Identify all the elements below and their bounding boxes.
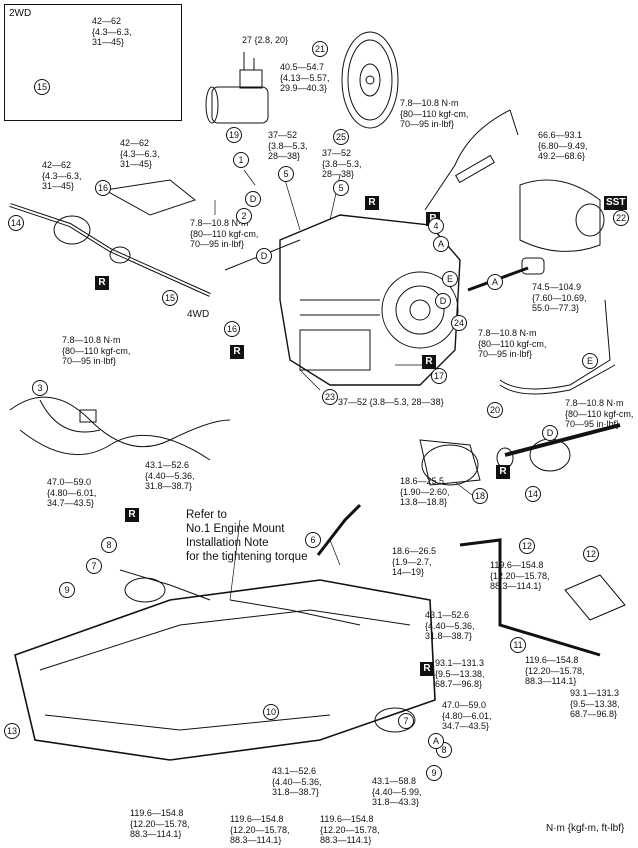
marker-d: D [435,293,451,309]
torque-mount-top: 66.6—93.1 {6.80—9.49, 49.2—68.6} [538,130,588,161]
callout-3: 3 [32,380,48,396]
torque-rod-right: 93.1—131.3 {9.5—13.38, 68.7—96.8} [570,688,620,719]
callout-4: 4 [428,218,444,234]
right-drive-shaft-drawing [496,423,621,472]
torque-frame-right: 119.6—154.8 {12.20—15.78, 88.3—114.1} [320,814,380,845]
callout-14: 14 [8,215,24,231]
r-badge: R [365,196,379,210]
engine-mount-note: Refer to No.1 Engine Mount Installation … [186,509,308,563]
marker-e: E [582,353,598,369]
steering-gear-drawing [229,503,362,626]
callout-17: 17 [431,368,447,384]
callout-5: 5 [278,166,294,182]
torque-steering: 18.6—26.5 {1.9—2.7, 14—19} [392,546,437,577]
torque-lower-mid: 43.1—52.6 {4.40—5.36, 31.8—38.7} [272,766,322,797]
callout-20: 20 [487,402,503,418]
callout-24: 24 [451,315,467,331]
marker-d: D [245,191,261,207]
callout-1: 1 [233,152,249,168]
connecting-rod-drawing [459,538,626,657]
label-4wd: 4WD [187,309,210,320]
callout-16: 16 [95,180,111,196]
callout-15: 15 [162,290,178,306]
callout-12: 12 [519,538,535,554]
r-badge: R [420,662,434,676]
callout-2: 2 [236,208,252,224]
callout-13: 13 [4,723,20,739]
unit-note: N·m {kgf-m, ft-lbf} [546,823,625,834]
callout-9: 9 [426,765,442,781]
marker-a: A [487,274,503,290]
shift-cable-drawing [424,109,519,211]
sst-badge: SST [604,196,628,210]
r-badge: R [496,465,510,479]
callout-6: 6 [305,532,321,548]
callout-7: 7 [398,713,414,729]
callout-15: 15 [34,79,50,95]
callout-8: 8 [101,537,117,553]
callout-18: 18 [472,488,488,504]
callout-21: 21 [312,41,328,57]
torque-bracket-a: 42—62 {4.3—6.3, 31—45} [120,138,160,169]
transfer-unit-drawing [419,439,481,486]
callout-19: 19 [226,127,242,143]
torque-starter: 27 {2.8, 20} [242,35,289,45]
torque-ball-joint-right: 47.0—59.0 {4.80—6.01, 34.7—43.5} [442,700,492,731]
torque-frame-left: 119.6—154.8 {12.20—15.78, 88.3—114.1} [130,808,190,839]
cooler-pipe-drawing [499,299,616,395]
torque-arm-rear: 43.1—52.6 {4.40—5.36, 31.8—38.7} [425,610,475,641]
callout-10: 10 [263,704,279,720]
torque-mount-bolt: 74.5—104.9 {7.60—10.69, 55.0—77.3} [532,282,587,313]
marker-a: A [433,236,449,252]
torque-bolt-37b: 37—52 {3.8—5.3, 28—38} [322,148,362,179]
flywheel-drawing [341,31,399,129]
crossmember-drawing [14,569,436,761]
marker-d: D [542,425,558,441]
inset-label: 2WD [9,8,32,19]
r-badge: R [125,508,139,522]
torque-arm-front: 43.1—52.6 {4.40—5.36, 31.8—38.7} [145,460,195,491]
marker-e: E [442,271,458,287]
torque-ball-joint-left: 47.0—59.0 {4.80—6.01, 34.7—43.5} [47,477,97,508]
torque-bottom-bolt: 37—52 {3.8—5.3, 28—38} [338,397,444,407]
torque-mount-12-right: 119.6—154.8 {12.20—15.78, 88.3—114.1} [525,655,585,686]
torque-diff: 18.6—25.5 {1.90—2.60, 13.8—18.8} [400,476,450,507]
callout-12: 12 [583,546,599,562]
r-badge: R [230,345,244,359]
callout-22: 22 [613,210,629,226]
engine-mount-drawing [467,179,605,292]
wiring-harness-drawing [9,396,231,461]
torque-2wd-shaft: 42—62 {4.3—6.3, 31—45} [92,16,132,47]
torque-pipe-a: 7.8—10.8 N·m {80—110 kgf-cm, 70—95 in·lb… [478,328,547,359]
callout-11: 11 [510,637,526,653]
marker-a: A [428,733,444,749]
torque-frame-center: 119.6—154.8 {12.20—15.78, 88.3—114.1} [230,814,290,845]
torque-harness: 7.8—10.8 N·m {80—110 kgf-cm, 70—95 in·lb… [62,335,131,366]
r-badge: R [422,355,436,369]
torque-mount-12-left: 119.6—154.8 {12.20—15.78, 88.3—114.1} [490,560,550,591]
callout-16: 16 [224,321,240,337]
callout-23: 23 [322,389,338,405]
torque-bolt-37a: 37—52 {3.8—5.3, 28—38} [268,130,308,161]
callout-14: 14 [525,486,541,502]
drive-shaft-4wd-drawing [9,179,211,297]
transaxle-drawing [224,214,461,386]
torque-pipe-b: 7.8—10.8 N·m {80—110 kgf-cm, 70—95 in·lb… [565,398,634,429]
r-badge: R [95,276,109,290]
torque-rod-left: 93.1—131.3 {9.5—13.38, 68.7—96.8} [435,658,485,689]
callout-7: 7 [86,558,102,574]
torque-cable-bracket: 7.8—10.8 N·m {80—110 kgf-cm, 70—95 in·lb… [400,98,469,129]
torque-lower-right: 43.1—58.8 {4.40—5.99, 31.8—43.3} [372,776,422,807]
callout-9: 9 [59,582,75,598]
marker-d: D [256,248,272,264]
torque-flywheel: 40.5—54.7 {4.13—5.57, 29.9—40.3} [280,62,330,93]
starter-motor-drawing [205,52,269,124]
callout-5: 5 [333,180,349,196]
inset-2wd-box: 2WD [4,4,182,121]
callout-25: 25 [333,129,349,145]
callout-8: 8 [436,742,452,758]
torque-bracket-b: 42—62 {4.3—6.3, 31—45} [42,160,82,191]
